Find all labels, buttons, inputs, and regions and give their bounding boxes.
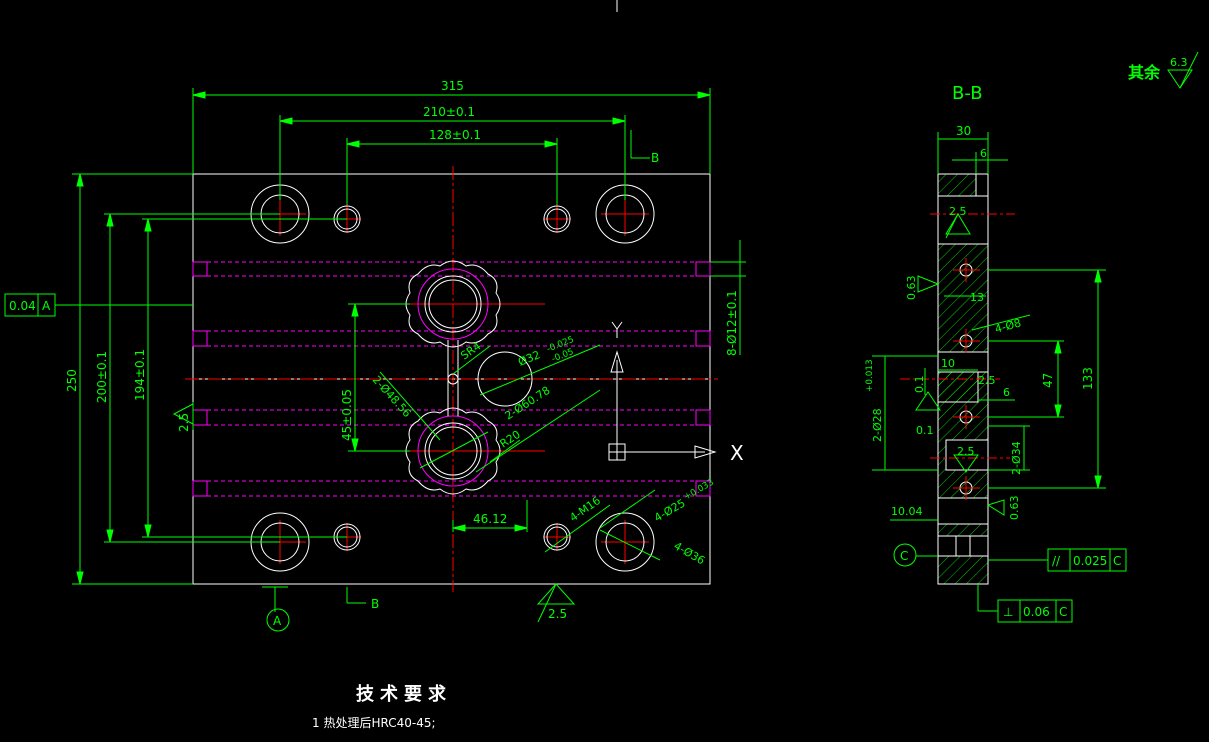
dim-overall-width: 315: [441, 79, 464, 93]
perp-symbol: ⊥: [1003, 605, 1013, 619]
dim-offset-46: 46.12: [473, 512, 507, 526]
notes-item-1: 1 热处理后HRC40-45;: [312, 716, 436, 730]
dim-d28-tol: +0.013: [865, 359, 875, 392]
parallel-datum: C: [1113, 554, 1121, 568]
dim-step: 6: [980, 147, 987, 160]
dim-hole-spacing-inner: 128±0.1: [429, 128, 481, 142]
axis-x-label: X: [730, 441, 744, 465]
tol-0-1-b: 0.1: [916, 424, 934, 437]
roughness-bottom-symbol: [536, 583, 576, 623]
cavity-top: [405, 260, 501, 348]
parallel-value: 0.025: [1073, 554, 1107, 568]
dim-13: 13: [970, 291, 984, 304]
dim-d28: 2-Ø28: [871, 408, 884, 442]
dim-spacing-45: 45±0.05: [340, 389, 354, 441]
section-dimensions: [872, 132, 1127, 623]
rough-bottom: 0.63: [1008, 496, 1021, 521]
datum-a-label: A: [273, 614, 282, 628]
dim-6: 6: [1003, 386, 1010, 399]
dim-d34: 2-Ø34: [1010, 441, 1023, 475]
flatness-value: 0.04: [9, 299, 36, 313]
perp-value: 0.06: [1023, 605, 1050, 619]
rough-general-value: 6.3: [1170, 56, 1188, 69]
dim-hole-spacing-outer: 210±0.1: [423, 105, 475, 119]
dim-47: 47: [1041, 373, 1055, 388]
perp-datum: C: [1059, 605, 1067, 619]
center-leaders: [379, 344, 661, 561]
top-dimensions: [192, 88, 711, 612]
technical-notes: 技术要求 1 热处理后HRC40-45;: [312, 683, 452, 730]
right-dimensions: [710, 240, 746, 355]
datum-a-symbol: [262, 586, 290, 632]
section-centerlines: [900, 213, 1015, 500]
rough-top: 2.5: [949, 205, 967, 218]
dim-thickness: 30: [956, 124, 971, 138]
roughness-left: 2.5: [177, 413, 191, 432]
dim-height-200: 200±0.1: [95, 351, 109, 403]
dim-2-5: 2.5: [978, 374, 996, 387]
dim-10-04: 10.04: [891, 505, 923, 518]
dim-cooling: 8-Ø12±0.1: [725, 290, 739, 356]
dim-10: 10: [941, 357, 955, 370]
datum-c-label: C: [900, 549, 908, 563]
rough-side: 0.63: [905, 276, 918, 301]
rough-mid: 2.5: [957, 445, 975, 458]
roughness-bottom: 2.5: [548, 607, 567, 621]
section-view: B-B: [865, 83, 1127, 623]
section-title: B-B: [952, 83, 983, 104]
section-mark-top: B: [651, 151, 659, 165]
dim-overall-height: 250: [65, 369, 79, 392]
ucs-axes: [608, 321, 717, 461]
parallel-symbol: //: [1052, 554, 1061, 568]
cooling-channels: [192, 261, 711, 497]
notes-title: 技术要求: [356, 683, 452, 705]
dim-133: 133: [1081, 367, 1095, 390]
tol-0-1-a: 0.1: [913, 376, 926, 394]
left-dimensions: [4, 173, 410, 585]
rough-general-label: 其余: [1128, 63, 1161, 82]
section-mark-bottom: B: [371, 597, 379, 611]
general-roughness: 其余 6.3: [1128, 51, 1199, 89]
cavity-bottom: [405, 407, 501, 495]
flatness-datum: A: [42, 299, 51, 313]
dim-height-194: 194±0.1: [133, 349, 147, 401]
section-cutouts: [937, 173, 989, 557]
